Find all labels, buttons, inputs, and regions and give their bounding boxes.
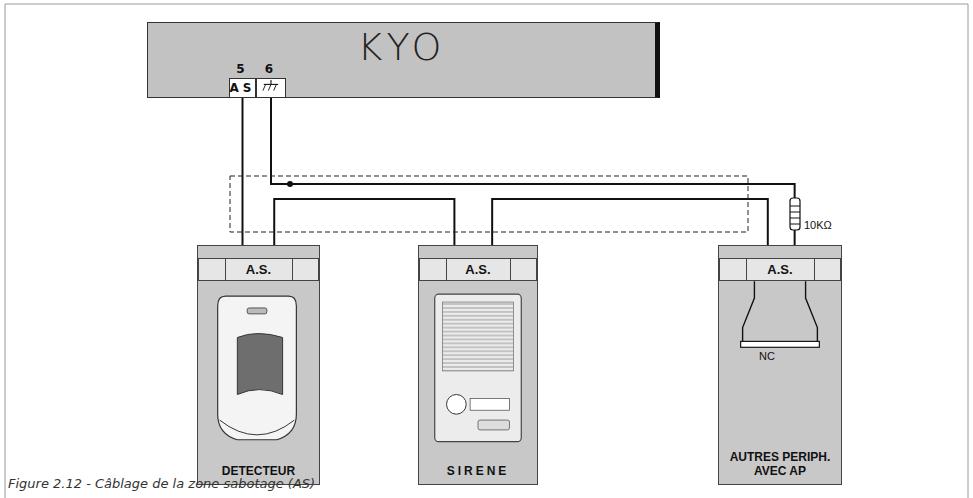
terminal-cell-divider — [510, 259, 511, 280]
device-box: AUTRES PERIPH. AVEC AP A.S. — [718, 245, 842, 485]
figure-caption: Figure 2.12 - Câblage de la zone sabotag… — [8, 476, 315, 491]
terminal-strip: A.S. — [419, 258, 537, 281]
panel-name: KYO — [358, 25, 446, 69]
terminal-name: A.S. — [465, 263, 490, 277]
terminal-name: A.S. — [767, 263, 792, 277]
device-box: SIRENE A.S. — [418, 245, 538, 485]
terminal-cell-divider — [292, 259, 293, 280]
terminal-label: 6 — [265, 61, 277, 77]
wire — [271, 98, 795, 258]
terminal-strip: A.S. — [198, 258, 319, 281]
terminal-cell-divider — [225, 259, 226, 280]
terminal-name: A.S. — [246, 263, 271, 277]
terminal-cell-divider — [746, 259, 747, 280]
device-name: AUTRES PERIPH. AVEC AP — [725, 450, 835, 478]
shield-outline — [230, 176, 748, 232]
terminal-block: 5AS — [229, 78, 256, 98]
device-name: DETECTEUR — [222, 464, 295, 478]
terminal-strip: A.S. — [719, 258, 841, 281]
contact-label: NC — [759, 350, 775, 362]
terminal-label: 5 — [236, 61, 248, 77]
detector-illustration — [198, 246, 319, 484]
shield-junction — [287, 181, 293, 187]
terminal-cell-divider — [446, 259, 447, 280]
nc-contact-symbol — [719, 246, 841, 484]
control-panel: KYO5AS6 — [147, 22, 660, 98]
resistor-symbol — [790, 198, 800, 230]
figure-frame — [5, 4, 968, 498]
device-name: SIRENE — [447, 464, 510, 478]
wire — [242, 98, 244, 258]
siren-illustration — [419, 246, 537, 484]
terminal-block: 6 — [256, 78, 286, 98]
ground-symbol — [257, 79, 285, 97]
device-box: DETECTEUR A.S. — [197, 245, 320, 485]
resistor-value: 10KΩ — [804, 219, 832, 231]
terminal-label: AS — [230, 79, 256, 97]
terminal-cell-divider — [814, 259, 815, 280]
